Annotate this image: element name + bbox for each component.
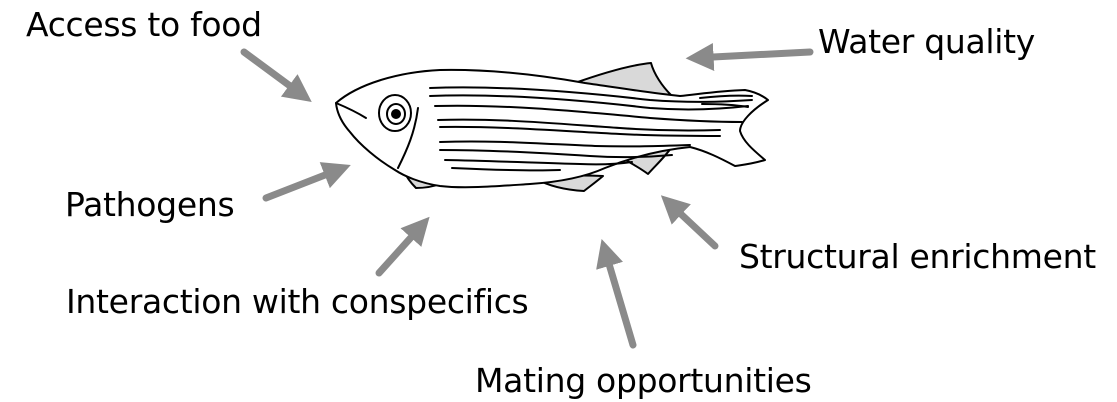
arrow-structural-enrichment xyxy=(667,201,715,246)
label-access-to-food: Access to food xyxy=(26,6,262,44)
label-structural-enrichment: Structural enrichment xyxy=(739,238,1096,276)
label-mating-opportunities: Mating opportunities xyxy=(475,362,812,400)
arrow-water-quality xyxy=(694,52,810,58)
label-water-quality: Water quality xyxy=(818,23,1035,61)
label-interaction-with-conspecifics: Interaction with conspecifics xyxy=(66,283,528,321)
arrow-access-to-food xyxy=(244,52,305,97)
label-pathogens: Pathogens xyxy=(65,186,234,224)
eye-pupil xyxy=(392,110,400,118)
arrow-interaction-with-conspecifics xyxy=(379,223,424,273)
arrow-pathogens xyxy=(266,168,343,198)
fish-illustration xyxy=(336,63,768,191)
arrow-mating-opportunities xyxy=(604,247,633,345)
